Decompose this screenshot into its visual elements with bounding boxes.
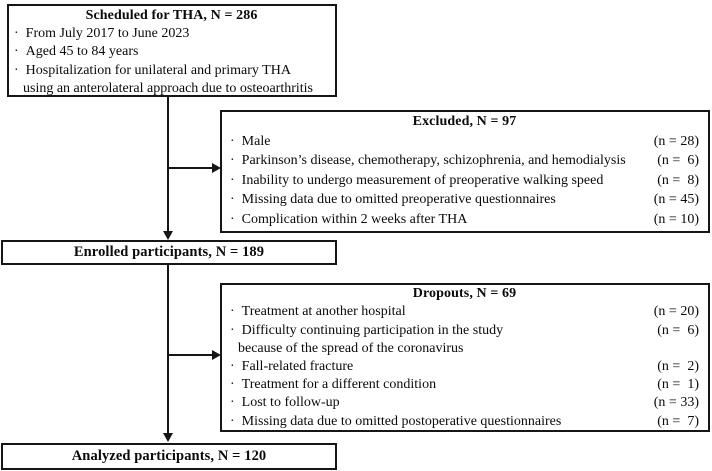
excluded-item-label: Complication within 2 weeks after THA — [230, 210, 468, 230]
dropout-item-row: Difficulty continuing participation in t… — [230, 322, 699, 340]
arrow-right-to-excluded-icon — [212, 163, 221, 173]
box-analyzed-participants: Analyzed participants, N = 120 — [1, 443, 337, 470]
arrow-down-to-enrolled-icon — [163, 231, 173, 240]
dropout-item-count: (n = 6) — [657, 322, 699, 338]
box-excluded-title: Excluded, N = 97 — [412, 114, 517, 129]
bullet-item: Aged 45 to 84 years — [14, 43, 329, 61]
dropout-item-wrap-text: because of the spread of the coronavirus — [238, 340, 464, 356]
dropout-item-label: Treatment at another hospital — [230, 303, 406, 321]
box-scheduled-for-tha: Scheduled for THA, N = 286 From July 201… — [7, 4, 337, 97]
excluded-item: Inability to undergo measurement of preo… — [230, 171, 699, 191]
dropout-item-label: Fall-related fracture — [230, 358, 354, 376]
excluded-item-label: Male — [230, 132, 271, 152]
box-scheduled-bullet-list: From July 2017 to June 2023 Aged 45 to 8… — [14, 25, 329, 99]
box-excluded-item-list: Male (n = 28) Parkinson’s disease, chemo… — [230, 132, 699, 230]
box-enrolled-participants: Enrolled participants, N = 189 — [1, 240, 337, 265]
dropout-item-row: Missing data due to omitted postoperativ… — [230, 413, 699, 431]
dropout-item: Missing data due to omitted postoperativ… — [230, 413, 699, 431]
arrow-right-to-dropouts-icon — [212, 350, 221, 360]
bullet-item-text: Aged 45 to 84 years — [14, 43, 329, 61]
connector-branch-to-excluded-line — [168, 167, 213, 169]
excluded-item-count: (n = 10) — [653, 211, 699, 227]
bullet-item-wrap-text: using an anterolateral approach due to o… — [23, 81, 314, 97]
dropout-item-label: Difficulty continuing participation in t… — [230, 322, 503, 340]
box-dropouts: Dropouts, N = 69 Treatment at another ho… — [220, 283, 710, 432]
dropout-item-row: Lost to follow-up (n = 33) — [230, 394, 699, 412]
connector-scheduled-to-enrolled-line — [167, 97, 169, 232]
dropout-item-count: (n = 7) — [657, 413, 699, 429]
dropout-item: Difficulty continuing participation in t… — [230, 322, 699, 358]
dropout-item-count: (n = 33) — [653, 395, 699, 411]
excluded-item-label: Parkinson’s disease, chemotherapy, schiz… — [230, 151, 626, 171]
excluded-item-count: (n = 45) — [653, 192, 699, 208]
excluded-item-label: Missing data due to omitted preoperative… — [230, 190, 556, 210]
bullet-item: From July 2017 to June 2023 — [14, 25, 329, 43]
connector-enrolled-to-analyzed-line — [167, 265, 169, 434]
dropout-item-row: Treatment for a different condition (n =… — [230, 376, 699, 394]
bullet-item: Hospitalization for unilateral and prima… — [14, 62, 329, 99]
excluded-item-label: Inability to undergo measurement of preo… — [230, 171, 604, 191]
excluded-item-row: Male (n = 28) — [230, 132, 699, 152]
box-dropouts-title: Dropouts, N = 69 — [412, 286, 517, 301]
box-dropouts-item-list: Treatment at another hospital (n = 20) D… — [230, 303, 699, 430]
excluded-item: Complication within 2 weeks after THA (n… — [230, 210, 699, 230]
dropout-item: Fall-related fracture (n = 2) — [230, 358, 699, 376]
excluded-item-count: (n = 6) — [657, 153, 699, 169]
excluded-item-count: (n = 28) — [653, 133, 699, 149]
bullet-item-text: Hospitalization for unilateral and prima… — [14, 62, 329, 80]
dropout-item: Treatment at another hospital (n = 20) — [230, 303, 699, 321]
dropout-item-label: Treatment for a different condition — [230, 376, 436, 394]
connector-branch-to-dropouts-line — [168, 354, 213, 356]
excluded-item-row: Inability to undergo measurement of preo… — [230, 171, 699, 191]
dropout-item-count: (n = 2) — [657, 358, 699, 374]
dropout-item-row: Treatment at another hospital (n = 20) — [230, 303, 699, 321]
excluded-item-count: (n = 8) — [657, 172, 699, 188]
dropout-item-row: Fall-related fracture (n = 2) — [230, 358, 699, 376]
dropout-item-count: (n = 1) — [657, 377, 699, 393]
box-scheduled-title: Scheduled for THA, N = 286 — [85, 8, 258, 23]
dropout-item-label: Lost to follow-up — [230, 394, 340, 412]
arrow-down-to-analyzed-icon — [163, 433, 173, 442]
dropout-item-label: Missing data due to omitted postoperativ… — [230, 413, 562, 431]
excluded-item: Male (n = 28) — [230, 132, 699, 152]
dropout-item: Lost to follow-up (n = 33) — [230, 394, 699, 412]
dropout-item: Treatment for a different condition (n =… — [230, 376, 699, 394]
dropout-item-count: (n = 20) — [653, 304, 699, 320]
excluded-item: Parkinson’s disease, chemotherapy, schiz… — [230, 151, 699, 171]
excluded-item-row: Complication within 2 weeks after THA (n… — [230, 210, 699, 230]
excluded-item: Missing data due to omitted preoperative… — [230, 190, 699, 210]
box-excluded: Excluded, N = 97 Male (n = 28) Parkinson… — [220, 110, 710, 233]
box-enrolled-title: Enrolled participants, N = 189 — [73, 244, 265, 260]
excluded-item-row: Missing data due to omitted preoperative… — [230, 190, 699, 210]
excluded-item-row: Parkinson’s disease, chemotherapy, schiz… — [230, 151, 699, 171]
bullet-item-text: From July 2017 to June 2023 — [14, 25, 329, 43]
box-analyzed-title: Analyzed participants, N = 120 — [71, 448, 267, 464]
